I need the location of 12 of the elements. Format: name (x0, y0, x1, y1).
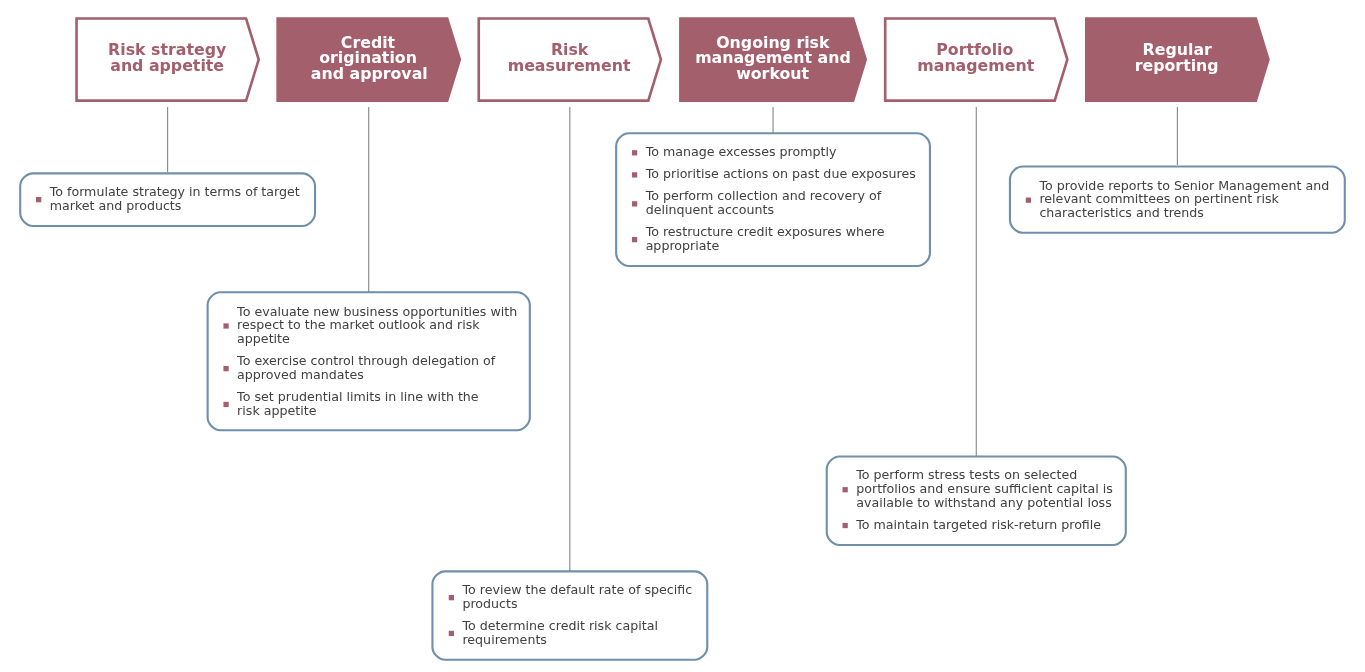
node-box: To formulate strategy in terms of target market and products (19, 172, 317, 228)
connector (167, 106, 169, 173)
connector (569, 106, 571, 572)
connector (772, 106, 774, 134)
connector (975, 106, 977, 458)
node-box: To review the default rate of specific products To determine credit risk capital requirements (431, 570, 709, 661)
connector (1176, 106, 1178, 166)
node-box: To perform stress tests on selected portfolios and ensure sufficient capital is available to withstand any potential loss To maintain targeted risk-return profile (825, 455, 1127, 547)
node-box: To manage excesses promptly To prioritise actions on past due exposures To perform collection and recovery of delinquent accounts To restructure credit exposures where appropriate (615, 132, 931, 268)
connector (368, 106, 370, 293)
node-box: To provide reports to Senior Management and relevant committees on pertinent risk characteristics and trends (1008, 165, 1346, 234)
node-box: To evaluate new business opportunities with respect to the market outlook and risk appetite To exercise control through delegation of approved mandates To set prudential limits in line with the risk appetite (206, 291, 531, 432)
